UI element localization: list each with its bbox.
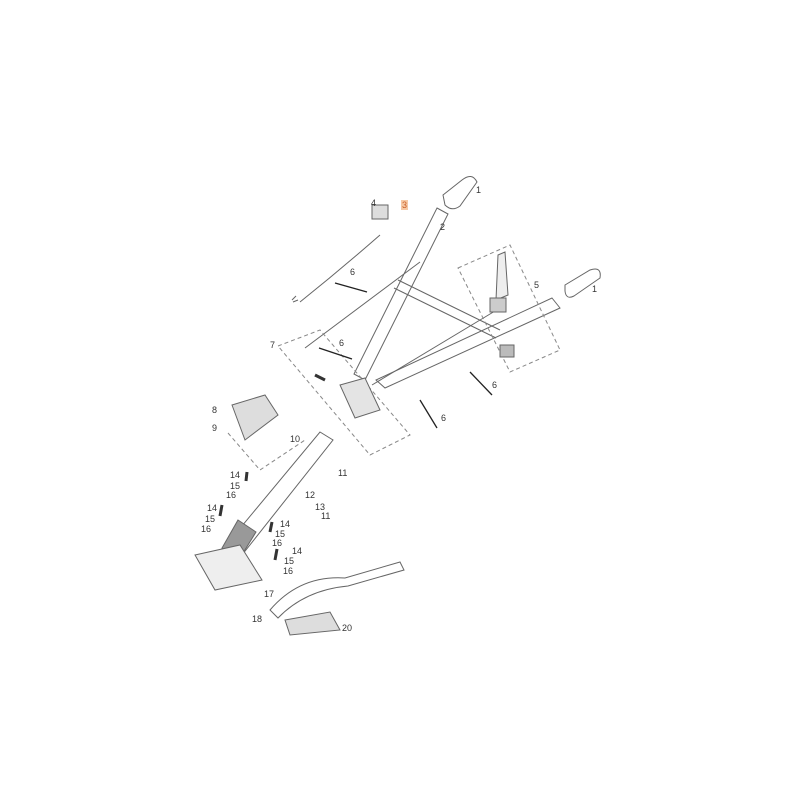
- base-mount: [194, 544, 263, 591]
- callout-14: 14: [280, 519, 291, 529]
- callout-17: 17: [264, 589, 275, 599]
- callout-14: 14: [207, 503, 218, 513]
- handlebar-tube-right: [375, 297, 561, 389]
- callout-6: 6: [441, 413, 447, 423]
- callout-8: 8: [212, 405, 218, 415]
- callout-20: 20: [342, 623, 353, 633]
- grip-left: [442, 176, 478, 210]
- callout-12: 12: [305, 490, 316, 500]
- callout-16: 16: [226, 490, 237, 500]
- group-box-9: [227, 432, 306, 471]
- callout-15: 15: [284, 556, 295, 566]
- callout-16: 16: [201, 524, 212, 534]
- callout-6: 6: [339, 338, 345, 348]
- callout-16: 16: [283, 566, 294, 576]
- callout-5: 5: [534, 280, 540, 290]
- callout-6: 6: [350, 267, 356, 277]
- callout-13: 13: [315, 502, 326, 512]
- group-box-5: [457, 244, 561, 373]
- pivot-bracket: [339, 377, 381, 419]
- bracket-9: [231, 394, 279, 441]
- callout-1: 1: [476, 185, 482, 195]
- callout-2: 2: [440, 222, 446, 232]
- callout-14: 14: [230, 470, 241, 480]
- motor-housing: [284, 611, 341, 636]
- callout-6: 6: [492, 380, 498, 390]
- callout-14: 14: [292, 546, 303, 556]
- callout-15: 15: [275, 529, 286, 539]
- callout-9: 9: [212, 423, 218, 433]
- callout-3-highlighted: 3: [401, 200, 409, 210]
- callout-11: 11: [321, 511, 331, 521]
- callout-18: 18: [252, 614, 263, 624]
- lever-assembly: [495, 251, 509, 301]
- callout-7: 7: [270, 340, 276, 350]
- callout-10: 10: [290, 434, 301, 444]
- callout-16: 16: [272, 538, 283, 548]
- callout-4: 4: [371, 198, 377, 208]
- lower-handle: [269, 561, 405, 619]
- grip-right: [564, 268, 601, 298]
- group-box-7: [277, 329, 411, 456]
- cable-left: [299, 234, 421, 349]
- callout-15: 15: [205, 514, 216, 524]
- callout-15: 15: [230, 481, 241, 491]
- callout-1: 1: [592, 284, 598, 294]
- callout-11: 11: [338, 468, 348, 478]
- cross-brace: [393, 279, 501, 339]
